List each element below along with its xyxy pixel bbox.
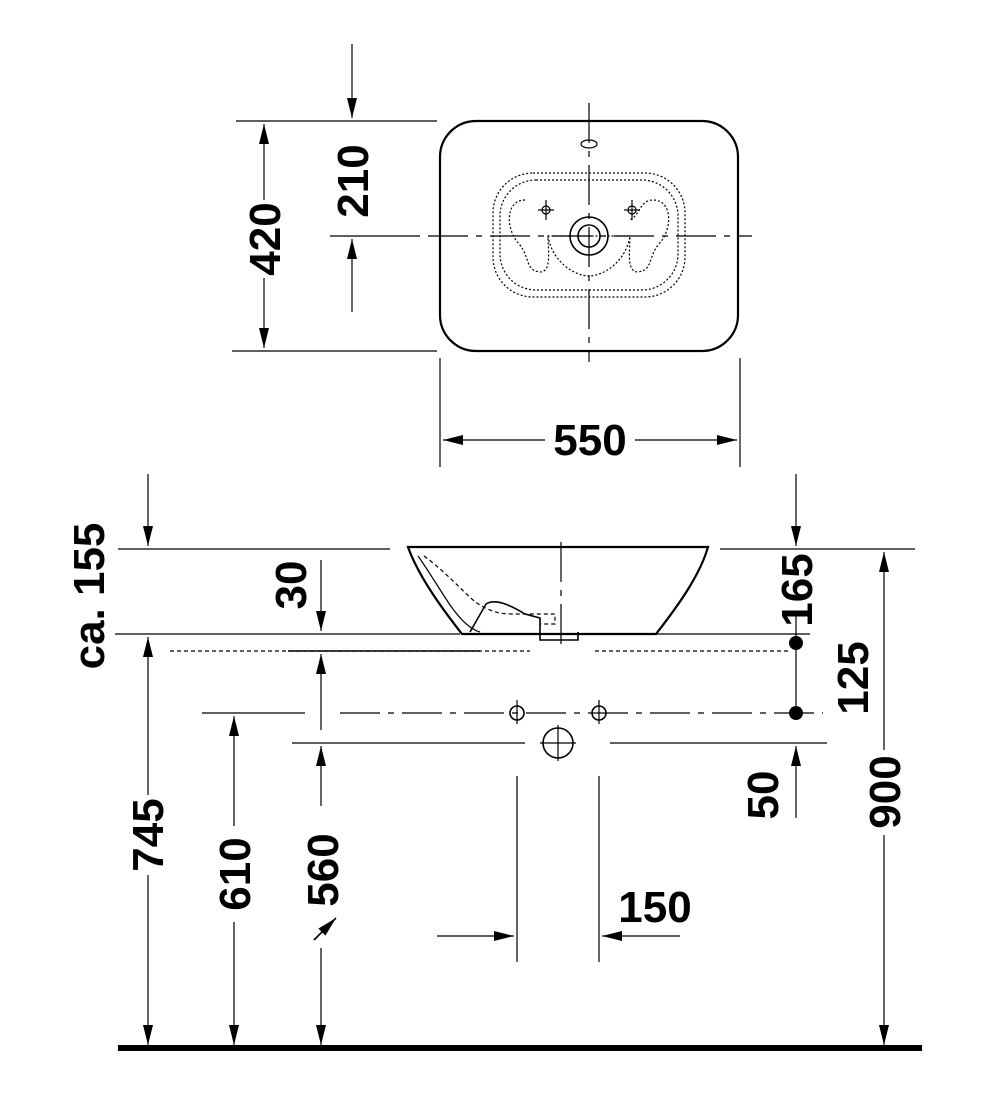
basin-side-profile <box>406 545 710 636</box>
drain-inner <box>577 224 601 248</box>
tap-hole-left <box>538 200 554 220</box>
dim-tap-hole-spacing: 150 <box>618 883 691 932</box>
side-view: 150 ca. 155 745 610 30 560 165 125 50 <box>65 474 922 1051</box>
dim-bowl-thickness: 30 <box>267 561 316 610</box>
inner-bowl-outline-2 <box>499 179 679 291</box>
dim-height-approx: ca. 155 <box>65 523 114 670</box>
dim-top-center-offset: 210 <box>329 144 378 217</box>
overflow-hole <box>580 139 598 149</box>
top-view: 420 210 550 <box>232 44 752 467</box>
drain-outer <box>569 216 609 256</box>
dim-waste-offset: 50 <box>739 771 788 820</box>
dim-height-to-rim: 900 <box>861 755 910 828</box>
basin-waste-profile <box>469 600 579 641</box>
inner-bowl-outline <box>492 172 686 298</box>
inner-bowl-front <box>547 235 631 277</box>
dim-top-depth: 420 <box>241 202 290 275</box>
dim-height-waste: 560 <box>299 833 348 906</box>
dim-top-width: 550 <box>553 416 626 465</box>
inner-bowl-shelf <box>508 199 670 273</box>
dim-top-drain-offset: 165 <box>773 553 822 626</box>
basin-drain-channel <box>423 555 556 625</box>
dim-height-tap-holes: 610 <box>211 837 260 910</box>
dim-tap-spacing-vertical: 125 <box>829 641 878 714</box>
waste-pointer-arrow <box>313 917 337 941</box>
dim-height-to-base: 745 <box>124 798 173 871</box>
tap-hole-right <box>624 200 640 220</box>
dim-point-lower <box>789 706 803 720</box>
dim-point-upper <box>789 636 803 650</box>
